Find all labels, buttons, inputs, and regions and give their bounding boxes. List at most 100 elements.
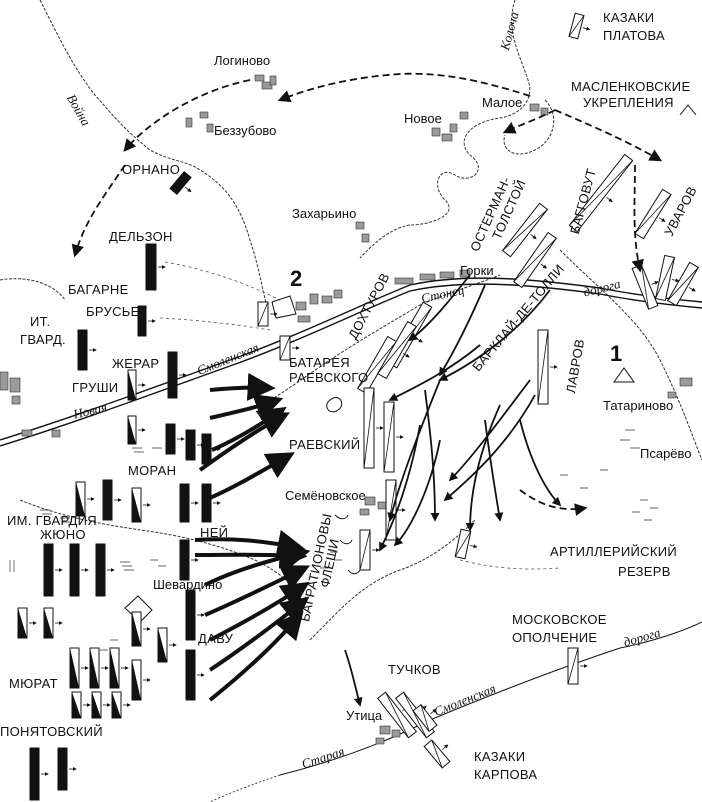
unit-symbol bbox=[363, 387, 384, 469]
unit-symbol bbox=[102, 479, 122, 521]
unit-symbol bbox=[412, 703, 438, 733]
new-smolensk-road-a bbox=[0, 277, 702, 441]
village-tatarinovo: Татариново bbox=[603, 398, 674, 413]
label-it: ИТ. bbox=[30, 314, 51, 329]
label-kazaki: КАЗАКИ bbox=[603, 10, 655, 25]
unit-symbol bbox=[145, 243, 166, 291]
unit-symbol bbox=[169, 170, 192, 196]
label-moskovskoe: МОСКОВСКОЕ bbox=[512, 612, 607, 627]
unit-symbol bbox=[185, 649, 205, 701]
village-gorki: Горки bbox=[460, 263, 494, 278]
unit-symbol bbox=[131, 487, 151, 523]
unit-symbol bbox=[127, 369, 146, 401]
label-bagarne: БАГАРНЕ bbox=[68, 282, 129, 297]
unit-symbol bbox=[157, 627, 177, 663]
unit-symbol bbox=[91, 691, 111, 719]
unit-symbol bbox=[109, 647, 129, 689]
unit-symbol bbox=[179, 539, 199, 581]
unit-symbol bbox=[75, 481, 95, 517]
label-grushi: ГРУШИ bbox=[72, 380, 119, 395]
unit-symbol bbox=[17, 607, 37, 639]
unit-symbol bbox=[568, 153, 634, 233]
raevsky-battery bbox=[271, 295, 297, 319]
buildings bbox=[0, 74, 693, 745]
flesh-3 bbox=[334, 514, 349, 520]
label-rezerv: РЕЗЕРВ bbox=[618, 564, 671, 579]
unit-symbol bbox=[137, 305, 156, 337]
label-davu: ДАВУ bbox=[198, 631, 234, 646]
label-ponyatovsky: ПОНЯТОВСКИЙ bbox=[0, 724, 103, 739]
village-maloe: Малое bbox=[482, 95, 523, 110]
unit-symbol bbox=[423, 739, 451, 769]
label-zherar: ЖЕРАР bbox=[112, 356, 160, 371]
label-ukrepleniya: УКРЕПЛЕНИЯ bbox=[583, 95, 674, 110]
label-ornano: ОРНАНО bbox=[122, 162, 181, 177]
unit-symbol bbox=[29, 747, 49, 801]
kamenka-stream bbox=[19, 499, 306, 611]
rivers bbox=[0, 0, 702, 641]
unit-symbol bbox=[454, 528, 478, 560]
unit-symbol bbox=[71, 691, 91, 719]
path-brusie-line bbox=[159, 317, 271, 331]
flesh-2 bbox=[339, 539, 353, 545]
maslenkovo-hut bbox=[679, 104, 697, 116]
label-tuchkov: ТУЧКОВ bbox=[388, 662, 441, 677]
unit-symbol bbox=[127, 415, 146, 445]
unit-symbol bbox=[568, 12, 591, 40]
cavalry-raid-arrows bbox=[71, 72, 663, 516]
unit-symbol bbox=[111, 691, 131, 719]
field-paths bbox=[159, 261, 561, 570]
label-opolchenie: ОПОЛЧЕНИЕ bbox=[512, 630, 598, 645]
unit-symbol bbox=[666, 261, 700, 307]
path-psarevo bbox=[459, 559, 561, 570]
label-kazaki-karpova-1: КАЗАКИ bbox=[474, 749, 526, 764]
unit-symbol bbox=[359, 529, 380, 571]
kolocha-river bbox=[359, 0, 531, 259]
semenovka-stream bbox=[309, 519, 476, 641]
stonets-stream bbox=[249, 274, 501, 411]
unit-symbol bbox=[201, 483, 221, 523]
marker-number-1: 1 bbox=[610, 341, 623, 366]
unit-symbol bbox=[43, 543, 63, 597]
tatarinovo-hut bbox=[613, 367, 635, 383]
label-karpova: КАРПОВА bbox=[474, 767, 538, 782]
unit-symbol bbox=[567, 647, 588, 685]
unit-symbol bbox=[185, 589, 205, 641]
unit-symbol bbox=[185, 429, 205, 461]
unit-symbol bbox=[95, 543, 115, 597]
military-units bbox=[17, 12, 700, 801]
terrain-hatching bbox=[9, 429, 658, 651]
label-raevsky: РАЕВСКИЙ bbox=[289, 437, 361, 452]
label-batareya: БАТАРЕЯ bbox=[289, 355, 350, 370]
village-bezzubovo: Беззубово bbox=[214, 123, 277, 138]
left-brook bbox=[0, 278, 66, 301]
unit-symbol bbox=[257, 301, 278, 327]
unit-symbol bbox=[501, 202, 549, 258]
unit-symbol bbox=[131, 659, 151, 701]
russian-maneuver-arrows bbox=[344, 274, 562, 707]
roads bbox=[0, 277, 702, 802]
unit-symbol bbox=[43, 607, 63, 639]
unit-symbol bbox=[279, 335, 300, 361]
village-shevardino: Шевардино bbox=[153, 577, 223, 592]
unit-symbol bbox=[165, 423, 185, 455]
unit-symbol bbox=[69, 543, 89, 597]
unit-symbol bbox=[57, 747, 77, 791]
unit-symbol bbox=[385, 479, 406, 541]
village-utitsa: Утица bbox=[346, 708, 383, 723]
unit-symbol bbox=[634, 188, 672, 240]
east-stream bbox=[559, 249, 702, 461]
unit-symbol bbox=[376, 691, 418, 739]
new-smolensk-road-b bbox=[0, 283, 702, 447]
label-platova: ПЛАТОВА bbox=[603, 28, 666, 43]
label-moran: МОРАН bbox=[128, 463, 177, 478]
label-maslenkovskie: МАСЛЕНКОВСКИЕ bbox=[571, 79, 691, 94]
label-zhyuno: ЖЮНО bbox=[40, 527, 86, 542]
village-zakharino: Захарьино bbox=[292, 206, 357, 221]
unit-symbol bbox=[77, 329, 97, 371]
unit-symbol bbox=[69, 647, 89, 689]
unit-symbol bbox=[383, 401, 404, 473]
kolocha-meander bbox=[503, 99, 555, 155]
